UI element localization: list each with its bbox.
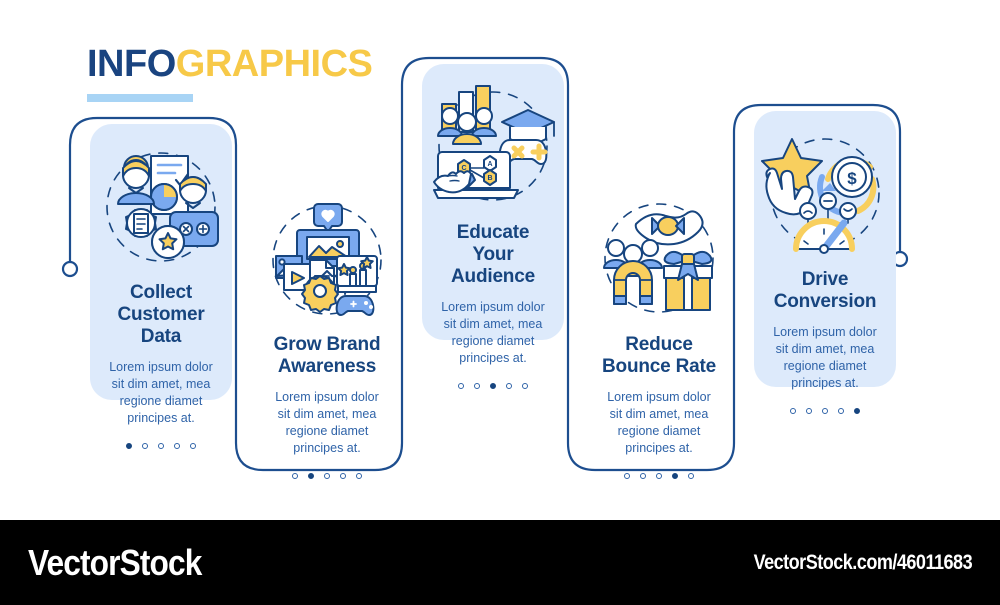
card-body-text: Lorem ipsum dolor sit dim amet, mea regi… [607,390,711,455]
step-dot[interactable] [356,473,362,479]
svg-text:$: $ [847,169,857,188]
step-dot[interactable] [806,408,812,414]
step-dot[interactable] [624,473,630,479]
step-dot[interactable] [490,383,496,389]
step-dots[interactable] [126,443,196,449]
step-dot[interactable] [672,473,678,479]
step-dot[interactable] [790,408,796,414]
vectorstock-logo: VectorStock [28,542,202,583]
step-dot[interactable] [308,473,314,479]
footer-watermark-bar: VectorStock VectorStock.com/46011683 [0,520,1000,605]
card-body-text: Lorem ipsum dolor sit dim amet, mea regi… [773,325,877,390]
collect-customer-data-icon [96,142,226,272]
step-dot[interactable] [838,408,844,414]
step-dot[interactable] [506,383,512,389]
svg-text:C: C [461,165,466,172]
svg-text:B: B [487,175,492,182]
step-dot[interactable] [142,443,148,449]
page-title-underline [87,94,193,102]
step-dot[interactable] [458,383,464,389]
step-dots[interactable] [292,473,362,479]
step-dot[interactable] [854,408,860,414]
drive-conversion-icon: $ [760,129,890,259]
step-dots[interactable] [790,408,860,414]
step-dot[interactable] [190,443,196,449]
card-body-text: Lorem ipsum dolor sit dim amet, mea regi… [109,360,213,425]
step-dot[interactable] [324,473,330,479]
step-dot[interactable] [656,473,662,479]
step-dot[interactable] [822,408,828,414]
step-dot[interactable] [474,383,480,389]
grow-brand-awareness-icon [262,194,392,324]
page-title-part-a: INFO [87,43,176,85]
page-title-part-b: GRAPHICS [175,43,373,85]
step-dot[interactable] [174,443,180,449]
step-dot[interactable] [292,473,298,479]
step-dot[interactable] [522,383,528,389]
page-title: INFOGRAPHICS [87,42,373,102]
card-body-text: Lorem ipsum dolor sit dim amet, mea regi… [275,390,379,455]
reduce-bounce-rate-icon [594,194,724,324]
step-dot[interactable] [340,473,346,479]
connector-start-dot [61,260,79,278]
educate-your-audience-icon: C A B [428,82,558,212]
svg-text:A: A [487,161,492,168]
page-title-text: INFOGRAPHICS [87,42,373,86]
step-dots[interactable] [624,473,694,479]
step-dot[interactable] [688,473,694,479]
step-dot[interactable] [158,443,164,449]
step-dot[interactable] [640,473,646,479]
step-dot[interactable] [126,443,132,449]
card-drive-conversion[interactable]: $ [754,111,896,414]
card-body-text: Lorem ipsum dolor sit dim amet, mea regi… [441,300,545,365]
step-dots[interactable] [458,383,528,389]
vectorstock-url: VectorStock.com/46011683 [753,551,972,574]
